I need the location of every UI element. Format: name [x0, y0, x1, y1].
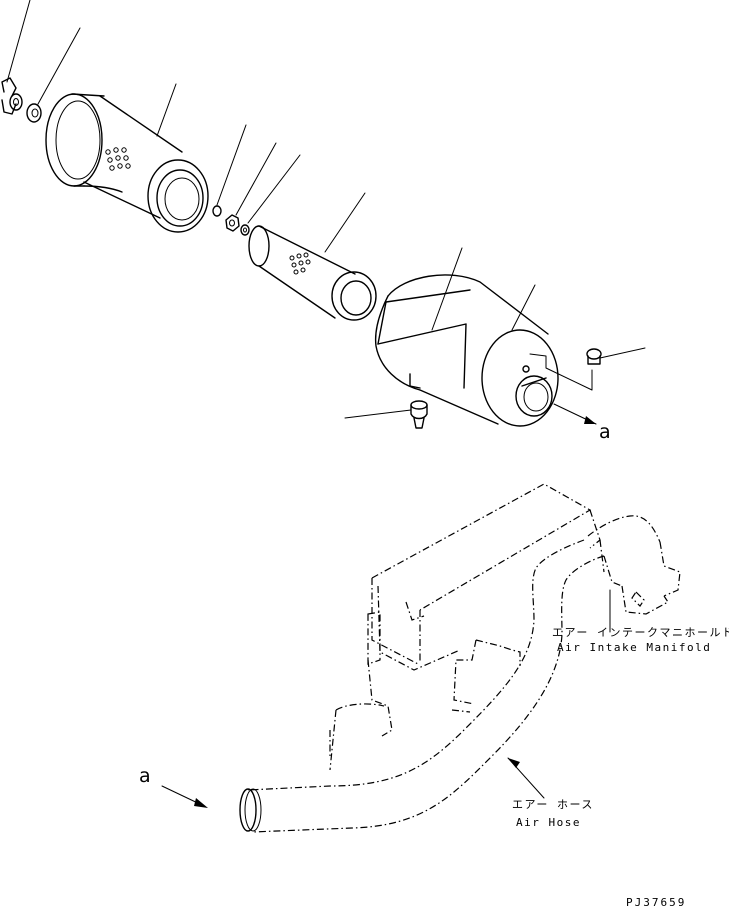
- outer-filter-element: [45, 83, 209, 233]
- manifold-label-jp: エアー インテークマニホールド: [552, 626, 729, 639]
- inner-filter-element: [248, 192, 377, 321]
- intake-manifold: [587, 515, 681, 633]
- wing-nut: [1, 0, 31, 115]
- perforation-dots-inner: [289, 252, 311, 275]
- engine-block: [329, 483, 601, 771]
- retaining-ring: [212, 124, 247, 217]
- drawing-code: PJ37659: [626, 896, 686, 909]
- ref-label-bottom: a: [139, 765, 151, 787]
- perforation-dots: [105, 147, 131, 171]
- air-cleaner-body: [374, 247, 593, 427]
- washer-small: [240, 154, 301, 236]
- washer: [26, 27, 81, 123]
- hose-label-en: Air Hose: [516, 816, 581, 829]
- ref-label-top: a: [599, 421, 611, 443]
- air-hose: [239, 539, 605, 833]
- bolt: [586, 347, 646, 365]
- arrow-ref-bottom: a: [139, 765, 208, 808]
- hose-label-jp: エアー ホース: [512, 798, 594, 811]
- nut: [225, 142, 277, 232]
- arrow-ref-top: a: [553, 403, 611, 443]
- evacuator-valve: [344, 400, 428, 429]
- manifold-label-en: Air Intake Manifold: [557, 641, 711, 654]
